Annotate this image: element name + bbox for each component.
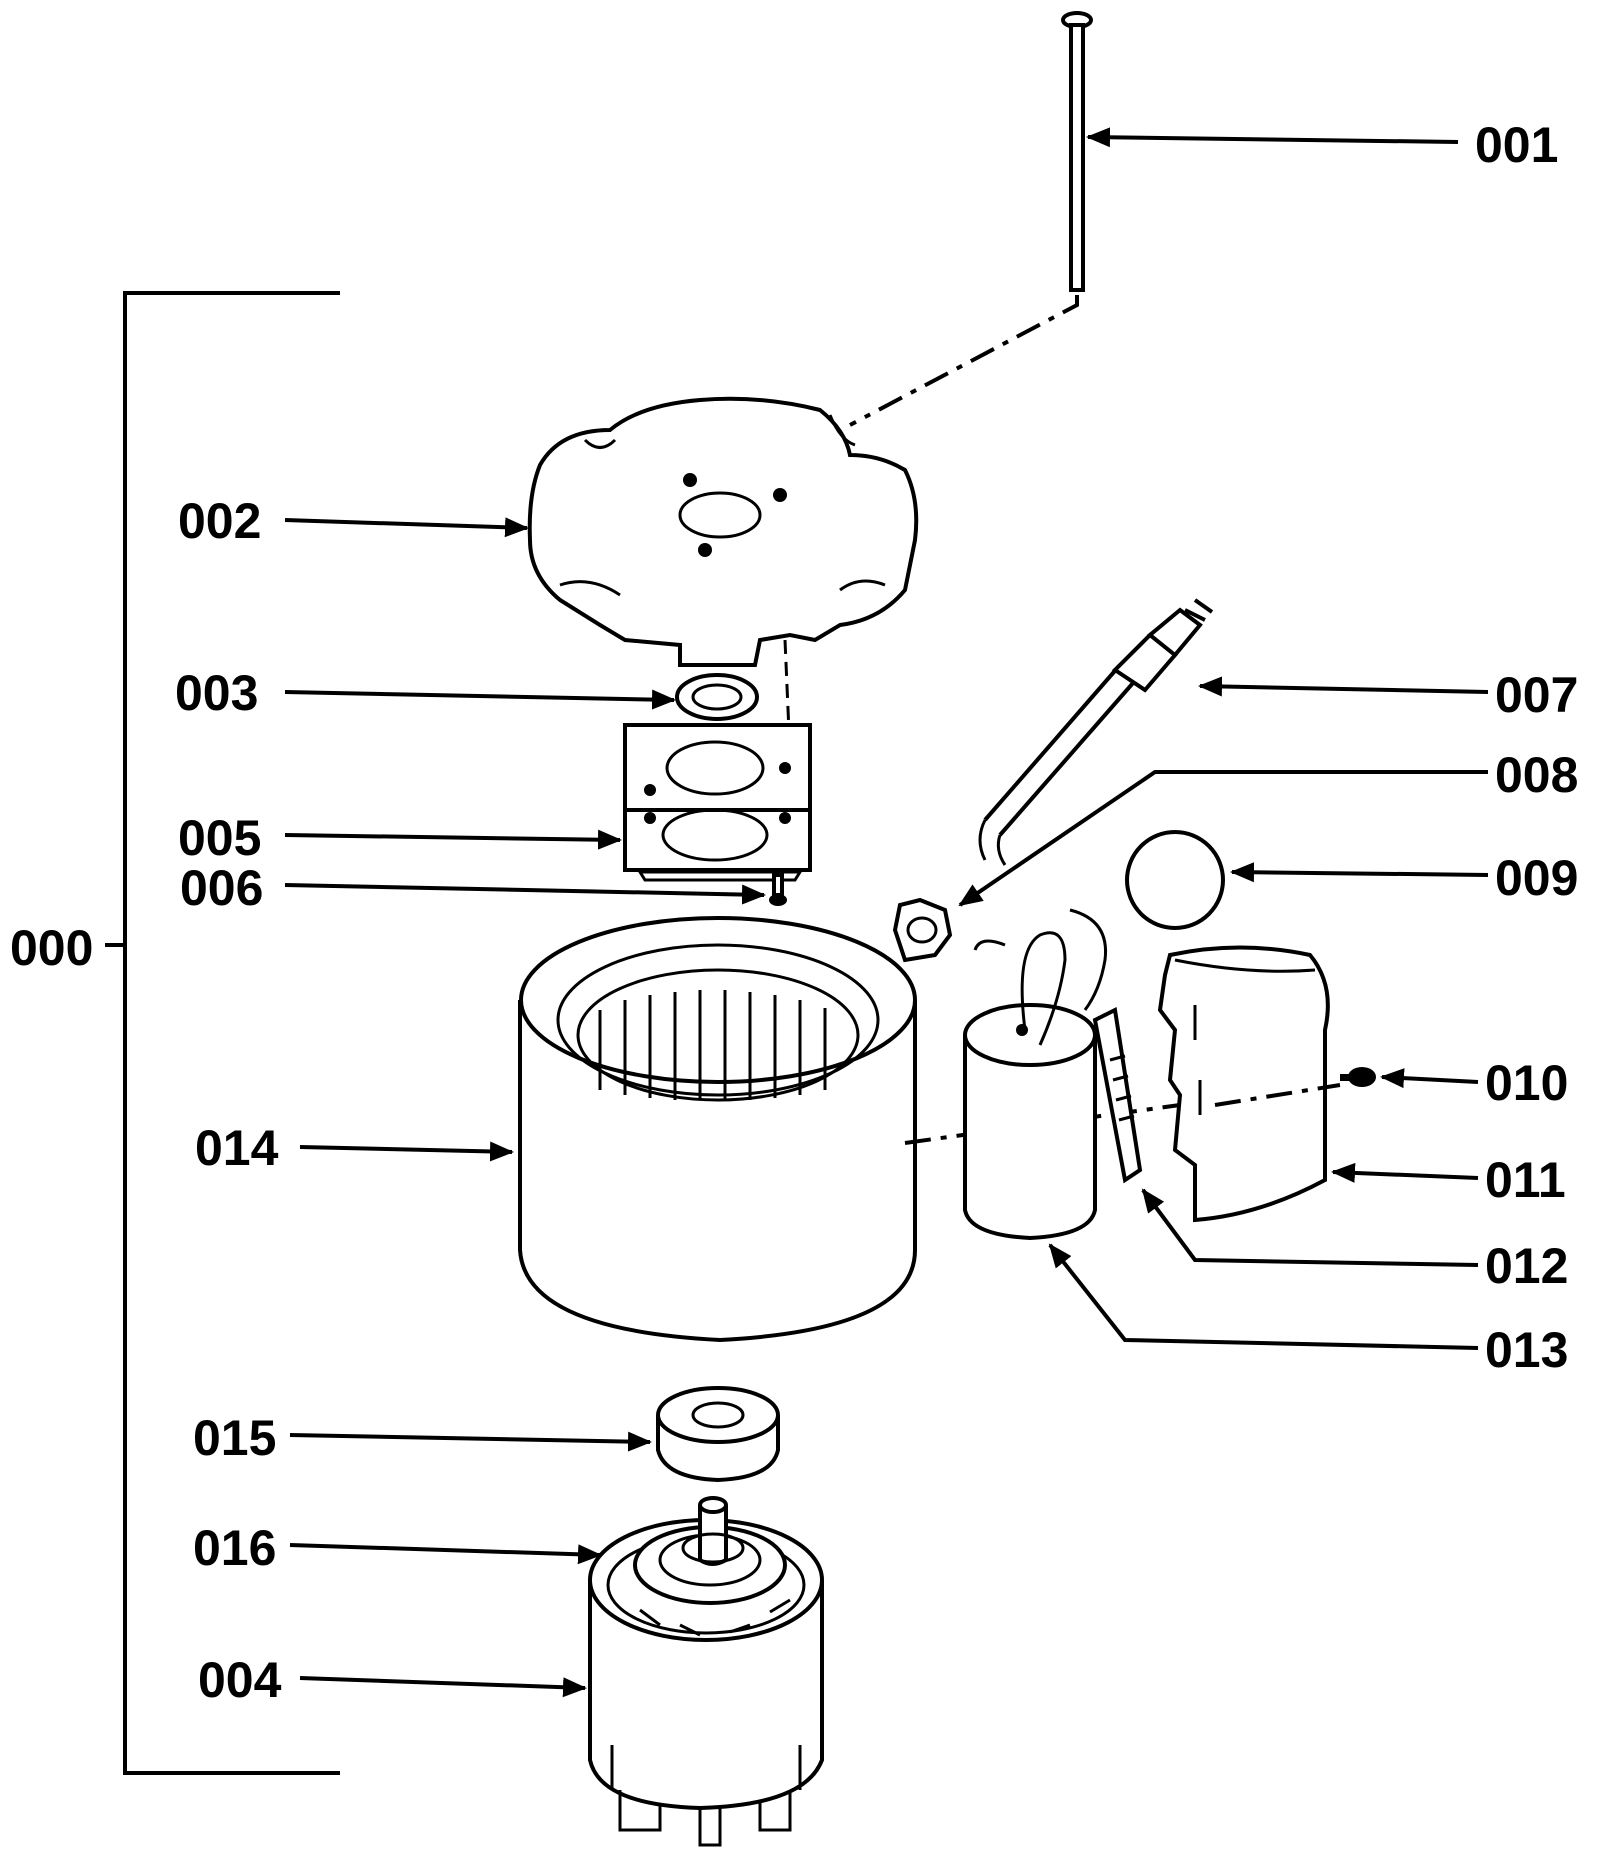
leader-016: [289, 1543, 602, 1565]
leader-007: [1198, 676, 1489, 697]
callout-013: 013: [1485, 1322, 1568, 1378]
leader-013: [1048, 1243, 1479, 1350]
callout-011: 011: [1485, 1152, 1566, 1208]
bearing-part: [656, 1386, 780, 1483]
callout-003: 003: [175, 665, 258, 721]
callout-000: 000: [10, 920, 93, 976]
capacitor-part: [963, 908, 1108, 1241]
callout-012: 012: [1485, 1238, 1568, 1294]
through-bolt-part: [849, 11, 1093, 427]
capacitor-strap-part: [1092, 1006, 1143, 1184]
callout-005: 005: [178, 810, 261, 866]
callout-006: 006: [180, 860, 263, 916]
callout-014: 014: [195, 1120, 279, 1176]
leader-010: [1380, 1068, 1479, 1089]
capacitor-cover-part: [1157, 945, 1330, 1223]
callout-009: 009: [1495, 850, 1578, 906]
leader-009: [1230, 862, 1489, 883]
callout-001: 001: [1475, 117, 1558, 173]
stator-slots: [598, 990, 827, 1100]
cap-part: [1125, 830, 1225, 930]
leader-008: [958, 770, 1488, 907]
leader-lines: [284, 127, 1489, 1698]
leader-012: [1141, 1188, 1479, 1267]
callout-015: 015: [193, 1410, 276, 1466]
callout-labels: 001 002 003 004 005 006 007 008 009 010 …: [10, 117, 1578, 1708]
leader-011: [1331, 1162, 1479, 1183]
cover-screw-part: [1214, 1067, 1376, 1107]
callout-004: 004: [198, 1652, 282, 1708]
leader-004: [299, 1676, 587, 1698]
stator-part: [518, 916, 1181, 1343]
housing-plate-part: [623, 723, 812, 882]
leader-002: [284, 517, 529, 538]
leader-005: [284, 829, 622, 850]
callout-016: 016: [193, 1520, 276, 1576]
power-cord-part: [978, 598, 1214, 866]
leader-001: [1086, 127, 1459, 148]
callout-010: 010: [1485, 1055, 1568, 1111]
end-bell-part: [527, 396, 919, 756]
cooling-fan-part: [606, 1496, 806, 1637]
leader-006: [284, 883, 766, 905]
callout-002: 002: [178, 493, 261, 549]
washer-part: [675, 673, 759, 721]
leader-014: [299, 1141, 514, 1162]
callout-007: 007: [1495, 667, 1578, 723]
callout-008: 008: [1495, 747, 1578, 803]
strain-relief-part: [892, 897, 953, 963]
leader-015: [289, 1431, 652, 1452]
leader-003: [284, 689, 676, 710]
assembly-bracket: [105, 291, 340, 1775]
screw-part: [769, 873, 787, 906]
